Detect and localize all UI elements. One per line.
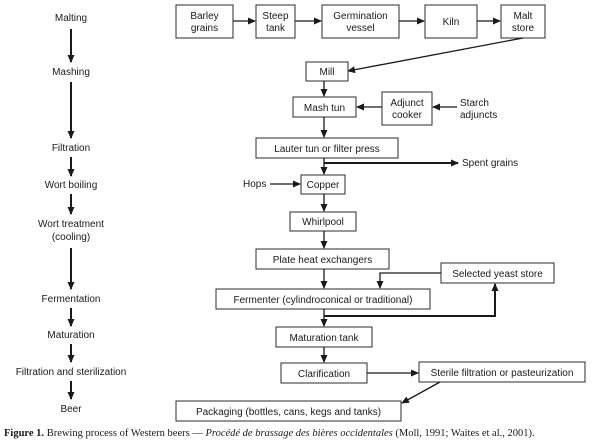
box-packaging: Packaging (bottles, cans, kegs and tanks…: [175, 400, 402, 422]
stage-fermentation: Fermentation: [42, 294, 101, 305]
label-starch-adjuncts-line2: adjuncts: [460, 110, 497, 121]
box-clarification-label: Clarification: [298, 369, 350, 380]
box-plate-heat-exchangers: Plate heat exchangers: [255, 248, 390, 270]
stage-malting: Malting: [55, 13, 87, 24]
caption-references: (Moll, 1991; Waites et al., 2001).: [392, 428, 535, 439]
box-mash-tun-label: Mash tun: [304, 103, 345, 114]
box-maturation-tank-label: Maturation tank: [290, 333, 360, 344]
box-fermenter: Fermenter (cylindroconical or traditiona…: [215, 288, 431, 310]
brewing-flow-diagram: Malting Mashing Filtration Wort boiling …: [16, 4, 586, 422]
label-starch-adjuncts: Starch: [460, 98, 489, 109]
label-hops: Hops: [243, 179, 266, 190]
box-whirlpool: Whirlpool: [289, 211, 357, 232]
box-packaging-label: Packaging (bottles, cans, kegs and tanks…: [196, 407, 381, 418]
box-lauter-tun: Lauter tun or filter press: [255, 137, 399, 159]
arrow-malt-store-to-mill: [347, 37, 524, 74]
stage-beer: Beer: [60, 404, 82, 415]
stage-wort-treatment-cooling: (cooling): [52, 232, 90, 243]
box-adjunct-cooker-line1: Adjunct: [390, 98, 424, 109]
box-copper: Copper: [300, 174, 346, 195]
box-kiln-label: Kiln: [443, 17, 460, 28]
box-copper-label: Copper: [307, 180, 340, 191]
box-clarification: Clarification: [280, 362, 368, 384]
caption-text: Brewing process of Western beers —: [44, 428, 206, 439]
stage-wort-boiling: Wort boiling: [45, 180, 98, 191]
box-selected-yeast-store-label: Selected yeast store: [452, 269, 543, 280]
box-adjunct-cooker-line2: cooker: [392, 110, 423, 121]
box-germination-vessel: Germination vessel: [321, 4, 400, 39]
box-barley-grains-line2: grains: [191, 23, 218, 34]
box-plate-heat-exchangers-label: Plate heat exchangers: [273, 255, 373, 266]
caption-french-title: Procédé de brassage des bières occidenta…: [205, 428, 393, 439]
figure-caption: Figure 1. Brewing process of Western bee…: [4, 428, 598, 439]
box-steep-tank-line1: Steep: [262, 11, 289, 22]
box-germination-vessel-line2: vessel: [346, 23, 374, 34]
arrow-sterile-to-packaging: [401, 381, 441, 404]
box-barley-grains-line1: Barley: [190, 11, 218, 22]
stage-maturation: Maturation: [47, 330, 94, 341]
box-lauter-tun-label: Lauter tun or filter press: [274, 144, 380, 155]
caption-figure-number: Figure 1.: [4, 428, 45, 439]
box-mill-label: Mill: [320, 67, 335, 78]
stage-mashing: Mashing: [52, 67, 90, 78]
arrow-yeast-to-fermenter: [376, 272, 441, 289]
box-selected-yeast-store: Selected yeast store: [440, 262, 555, 284]
box-maturation-tank: Maturation tank: [275, 326, 373, 348]
box-malt-store-line1: Malt: [514, 11, 533, 22]
box-steep-tank-line2: tank: [266, 23, 286, 34]
box-mill: Mill: [305, 61, 349, 82]
box-sterile-filtration-label: Sterile filtration or pasteurization: [431, 368, 574, 379]
box-sterile-filtration: Sterile filtration or pasteurization: [418, 361, 586, 383]
stage-wort-treatment: Wort treatment: [38, 219, 104, 230]
stage-filtration-sterilization: Filtration and sterilization: [16, 367, 127, 378]
label-spent-grains: Spent grains: [462, 158, 518, 169]
box-malt-store-line2: store: [512, 23, 535, 34]
box-germination-vessel-line1: Germination: [333, 11, 387, 22]
box-kiln: Kiln: [424, 4, 478, 39]
box-malt-store: Malt store: [500, 4, 546, 39]
stage-column: Malting Mashing Filtration Wort boiling …: [16, 13, 127, 415]
box-barley-grains: Barley grains: [175, 4, 234, 39]
box-whirlpool-label: Whirlpool: [302, 217, 344, 228]
box-mash-tun: Mash tun: [292, 96, 357, 118]
arrow-yeast-recycle: [324, 283, 499, 317]
box-fermenter-label: Fermenter (cylindroconical or traditiona…: [234, 295, 413, 306]
box-adjunct-cooker: Adjunct cooker: [381, 91, 433, 126]
stage-filtration: Filtration: [52, 143, 90, 154]
box-steep-tank: Steep tank: [255, 4, 296, 39]
